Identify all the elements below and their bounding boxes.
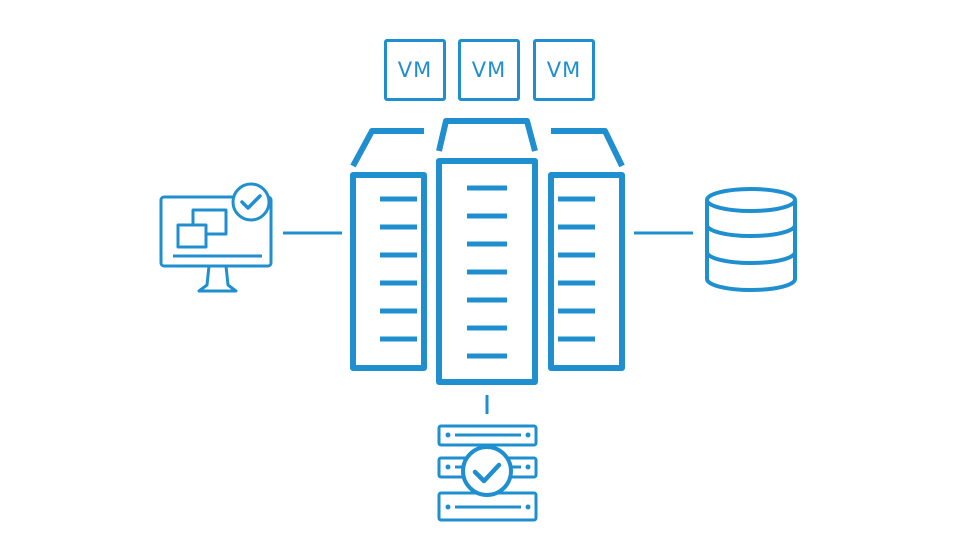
right-server-tower bbox=[548, 128, 625, 371]
center-server-tower bbox=[436, 118, 538, 385]
vm-label-2: VM bbox=[471, 58, 507, 82]
vm-box-3: VM bbox=[533, 39, 595, 101]
database-icon bbox=[705, 187, 797, 292]
monitor-with-check-icon bbox=[159, 182, 273, 293]
vm-box-1: VM bbox=[384, 39, 446, 101]
left-server-tower bbox=[350, 128, 427, 371]
vm-box-2: VM bbox=[458, 39, 520, 101]
vm-label-1: VM bbox=[397, 58, 433, 82]
server-rack-with-check-icon bbox=[437, 424, 538, 522]
vm-label-3: VM bbox=[546, 58, 582, 82]
server-towers-icon bbox=[350, 118, 625, 385]
